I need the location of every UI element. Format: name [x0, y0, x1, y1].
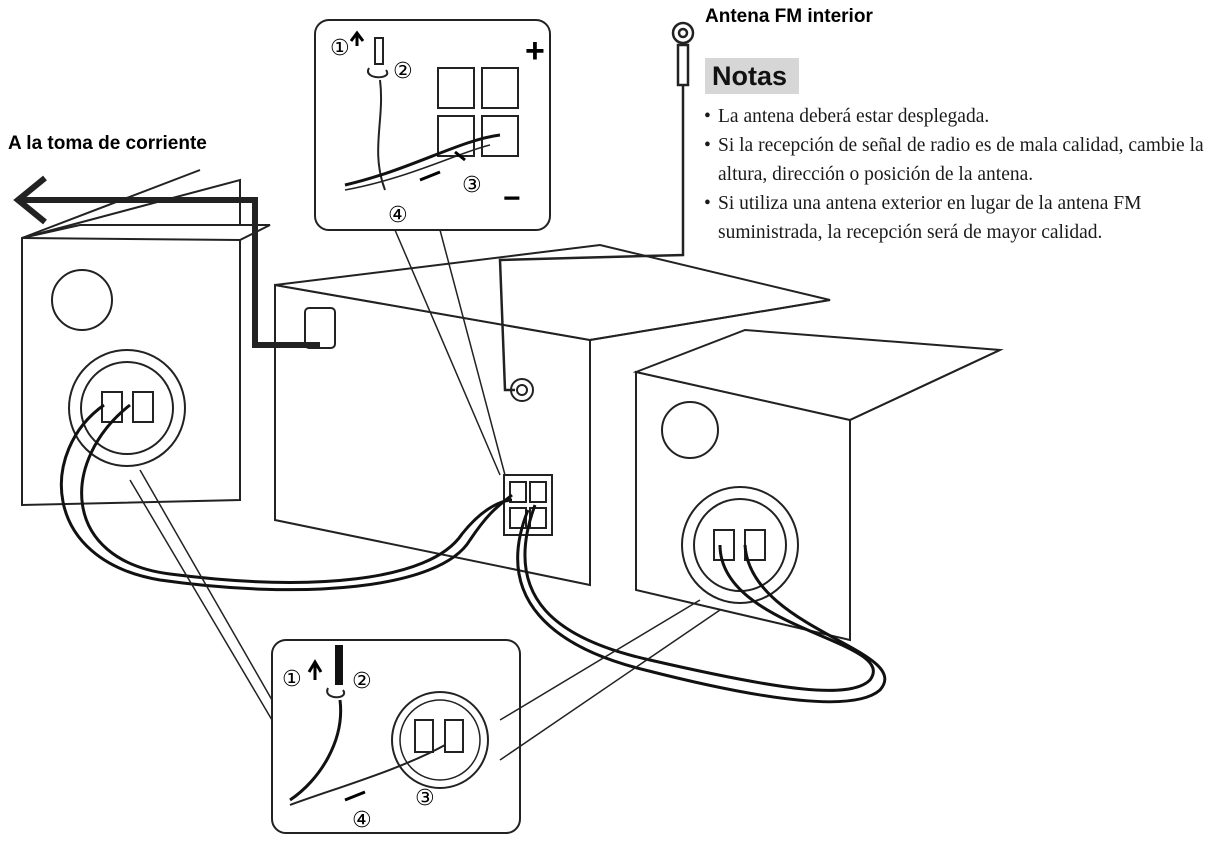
power-cord — [13, 175, 320, 348]
top-step-1: ① — [330, 36, 350, 61]
notes-list: La antena deberá estar desplegada. Si la… — [704, 102, 1212, 247]
minus-sign: − — [503, 182, 521, 215]
top-inset: ① ② ③ ④ + − — [314, 19, 551, 476]
main-unit — [274, 243, 831, 587]
notes-title: Notas — [712, 61, 788, 91]
power-outlet-label: A la toma de corriente — [8, 133, 207, 154]
speaker-cables — [60, 403, 887, 704]
top-step-2: ② — [393, 59, 413, 84]
bottom-step-3: ③ — [415, 786, 435, 811]
bottom-step-4: ④ — [352, 808, 372, 833]
note-item: La antena deberá estar desplegada. — [704, 102, 1212, 131]
bottom-step-1: ① — [282, 667, 302, 692]
bottom-inset: ① ② ③ ④ — [129, 469, 721, 834]
fm-antenna — [498, 21, 695, 392]
notes-header-box — [705, 58, 799, 94]
antenna-label: Antena FM interior — [705, 6, 873, 27]
note-item: Si la recepción de señal de radio es de … — [704, 131, 1212, 189]
top-step-4: ④ — [388, 203, 408, 228]
right-speaker — [632, 328, 1004, 642]
note-item: Si utiliza una antena exterior en lugar … — [704, 189, 1212, 247]
bottom-step-2: ② — [352, 669, 372, 694]
top-step-3: ③ — [462, 173, 482, 198]
plus-sign: + — [525, 32, 545, 70]
left-speaker — [21, 169, 271, 507]
